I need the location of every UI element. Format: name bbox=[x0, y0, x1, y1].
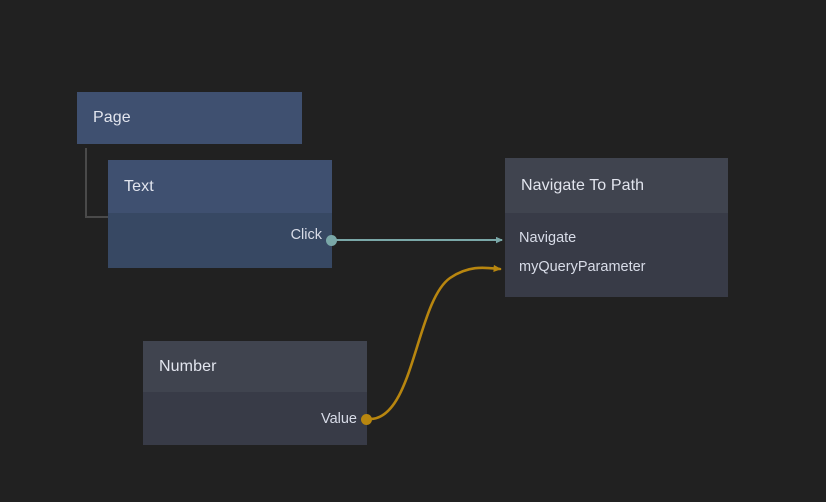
node-number-header[interactable]: Number bbox=[143, 341, 367, 392]
node-page-header[interactable]: Page bbox=[77, 92, 302, 144]
port-label-click: Click bbox=[290, 227, 322, 243]
node-number-title: Number bbox=[159, 357, 217, 375]
node-navigate-to-path-body: Navigate myQueryParameter bbox=[505, 213, 728, 297]
node-number[interactable]: Number Value bbox=[143, 341, 372, 445]
hierarchy-bracket bbox=[85, 148, 108, 218]
node-number-body: Value bbox=[143, 392, 367, 445]
port-label-navigate: Navigate bbox=[519, 230, 577, 246]
port-row-navigate[interactable]: Navigate bbox=[519, 231, 576, 246]
port-row-click[interactable]: Click bbox=[291, 228, 322, 243]
port-label-value: Value bbox=[320, 411, 357, 427]
node-page[interactable]: Page bbox=[77, 92, 302, 144]
node-text-header[interactable]: Text bbox=[108, 160, 332, 213]
node-text-title: Text bbox=[124, 177, 154, 195]
port-label-myqueryparameter: myQueryParameter bbox=[519, 259, 646, 275]
node-navigate-to-path-title: Navigate To Path bbox=[521, 176, 645, 194]
node-navigate-to-path-header[interactable]: Navigate To Path bbox=[505, 158, 728, 213]
node-text-body: Click bbox=[108, 213, 332, 268]
node-text[interactable]: Text Click bbox=[108, 160, 337, 268]
node-navigate-to-path[interactable]: Navigate To Path Navigate myQueryParamet… bbox=[505, 158, 728, 297]
port-dot-value[interactable] bbox=[361, 414, 372, 425]
node-page-title: Page bbox=[93, 109, 131, 126]
port-row-value[interactable]: Value bbox=[321, 412, 357, 427]
port-dot-click[interactable] bbox=[326, 235, 337, 246]
edge-value-to-myqueryparameter bbox=[368, 264, 502, 421]
port-row-myqueryparameter[interactable]: myQueryParameter bbox=[519, 260, 646, 275]
